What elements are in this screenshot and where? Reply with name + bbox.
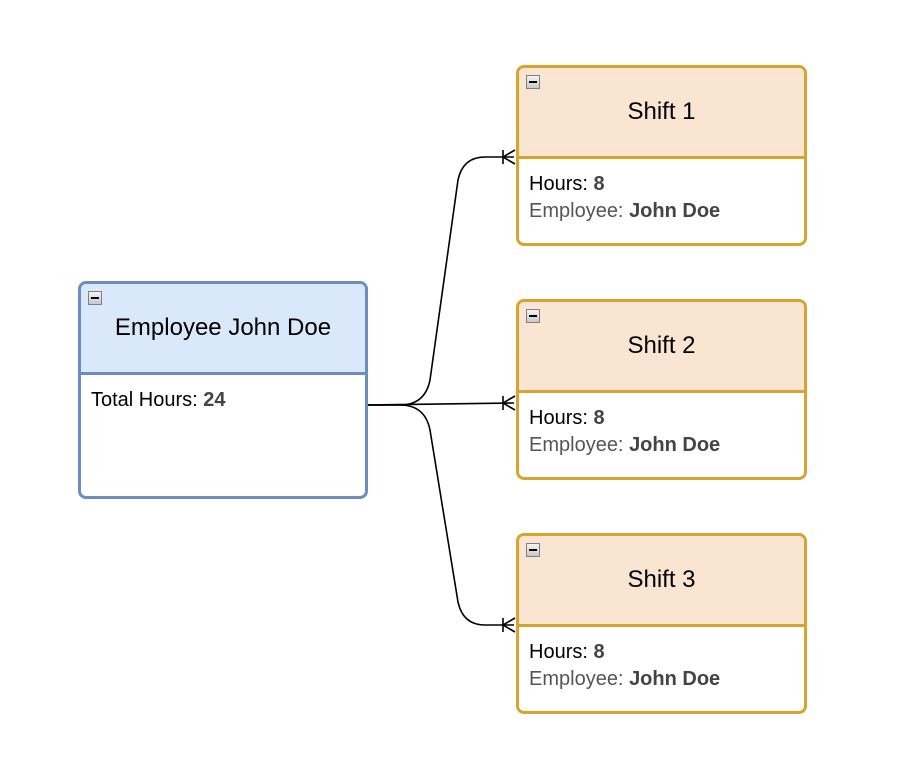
collapse-icon[interactable] [88, 291, 102, 305]
shift-hours-label: Hours: [529, 173, 588, 195]
shift-employee-row: Employee: John Doe [529, 666, 794, 693]
shift-entity-2[interactable]: Shift 2 Hours: 8 Employee: John Doe [516, 299, 807, 480]
shift-employee-value: John Doe [629, 668, 721, 690]
employee-entity-title: Employee John Doe [114, 314, 332, 341]
shift-entity-header[interactable]: Shift 3 [519, 536, 804, 627]
crows-foot-icon [502, 617, 516, 633]
shift-employee-value: John Doe [629, 200, 721, 222]
shift-hours-row: Hours: 8 [529, 639, 794, 666]
collapse-icon[interactable] [526, 75, 540, 89]
shift-hours-value: 8 [593, 173, 605, 195]
employee-entity-header[interactable]: Employee John Doe [81, 284, 365, 375]
shift-hours-label: Hours: [529, 407, 588, 429]
total-hours-label: Total Hours: [91, 389, 198, 411]
employee-entity[interactable]: Employee John Doe Total Hours: 24 [78, 281, 368, 499]
shift-entity-1[interactable]: Shift 1 Hours: 8 Employee: John Doe [516, 65, 807, 246]
shift-hours-value: 8 [593, 407, 605, 429]
edge-employee-shift-2[interactable] [367, 395, 516, 411]
shift-hours-row: Hours: 8 [529, 171, 794, 198]
shift-entity-3[interactable]: Shift 3 Hours: 8 Employee: John Doe [516, 533, 807, 714]
shift-entity-header[interactable]: Shift 1 [519, 68, 804, 159]
shift-entity-header[interactable]: Shift 2 [519, 302, 804, 393]
collapse-icon[interactable] [526, 309, 540, 323]
shift-employee-label: Employee: [529, 668, 624, 690]
shift-employee-label: Employee: [529, 200, 624, 222]
employee-entity-body: Total Hours: 24 [81, 375, 365, 414]
shift-employee-row: Employee: John Doe [529, 198, 794, 225]
shift-entity-body: Hours: 8 Employee: John Doe [519, 159, 804, 225]
shift-entity-body: Hours: 8 Employee: John Doe [519, 393, 804, 459]
total-hours-row: Total Hours: 24 [91, 387, 355, 414]
shift-employee-row: Employee: John Doe [529, 432, 794, 459]
shift-employee-label: Employee: [529, 434, 624, 456]
total-hours-value: 24 [203, 389, 226, 411]
shift-hours-value: 8 [593, 641, 605, 663]
edge-employee-shift-1[interactable] [368, 149, 516, 406]
shift-entity-title: Shift 3 [627, 566, 696, 593]
shift-hours-label: Hours: [529, 641, 588, 663]
shift-hours-row: Hours: 8 [529, 405, 794, 432]
shift-entity-title: Shift 1 [627, 98, 696, 125]
crows-foot-icon [502, 149, 516, 165]
shift-entity-title: Shift 2 [627, 332, 696, 359]
crows-foot-icon [502, 395, 516, 411]
shift-entity-body: Hours: 8 Employee: John Doe [519, 627, 804, 693]
edge-employee-shift-3[interactable] [368, 404, 516, 633]
shift-employee-value: John Doe [629, 434, 721, 456]
collapse-icon[interactable] [526, 543, 540, 557]
